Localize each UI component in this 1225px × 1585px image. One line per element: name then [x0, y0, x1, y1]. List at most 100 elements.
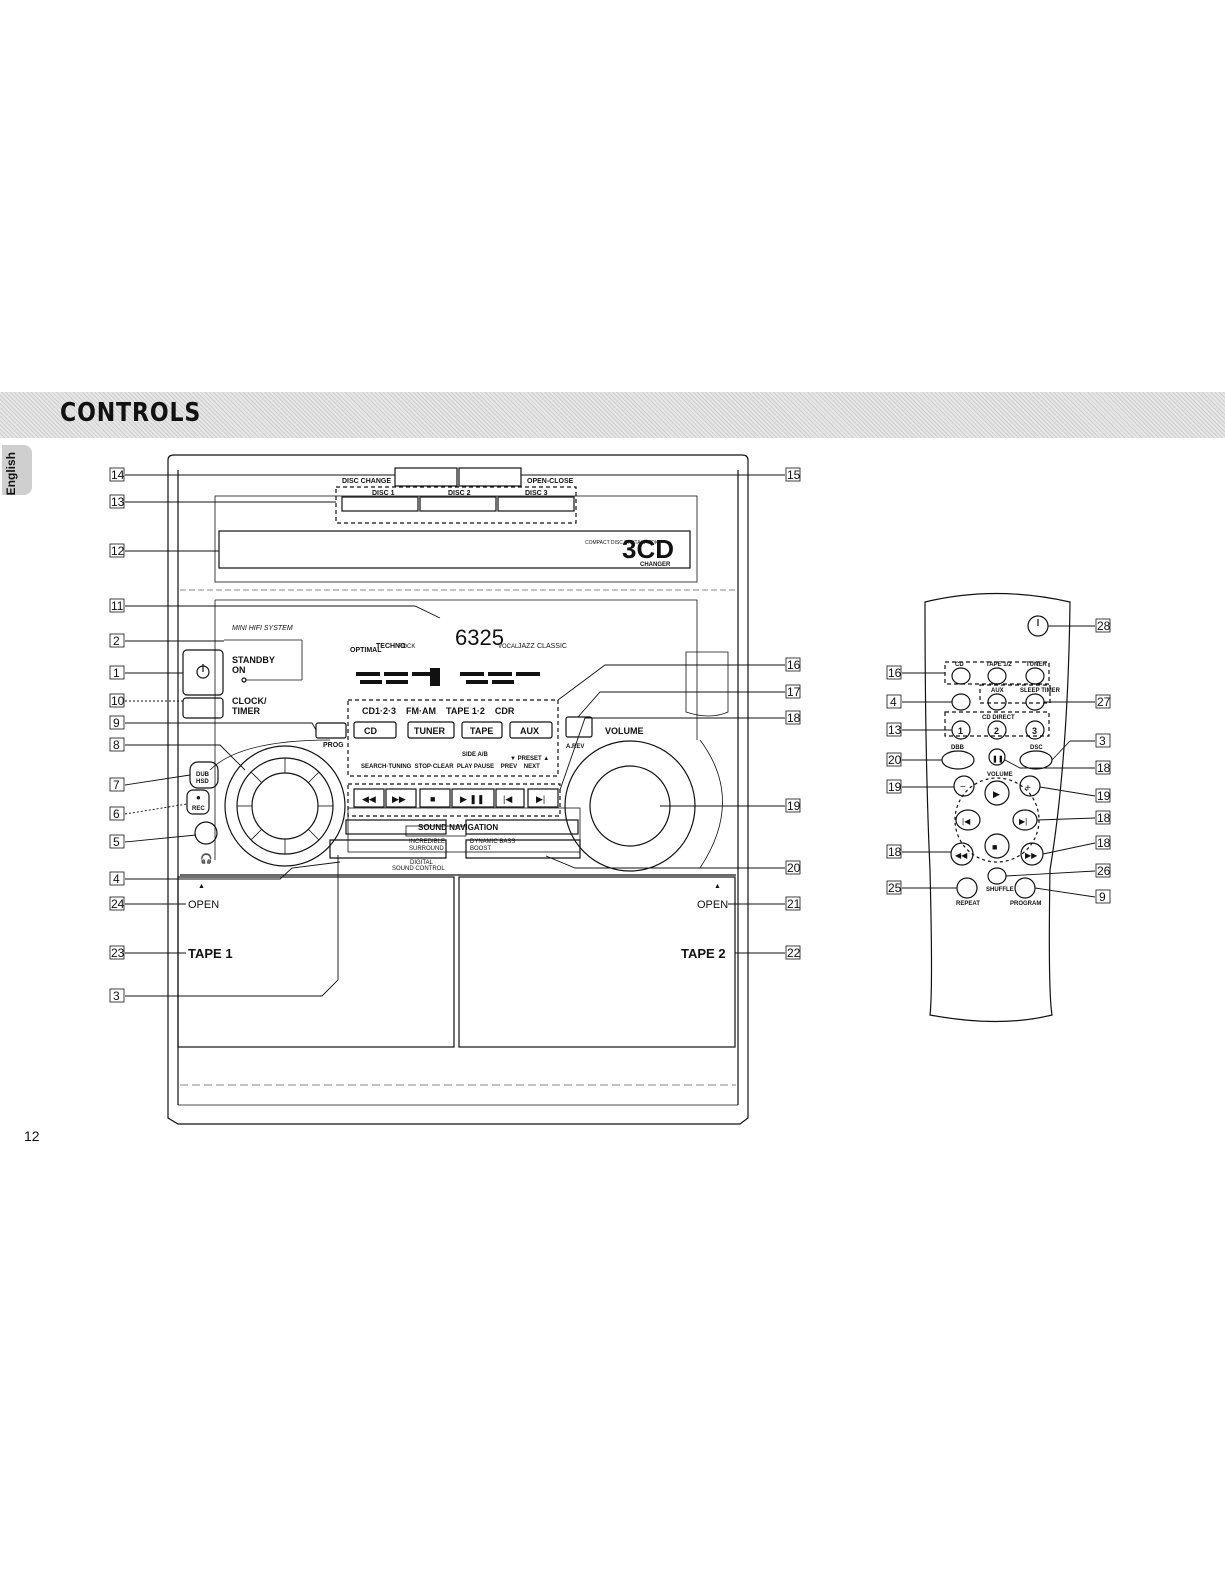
tuner-source-button[interactable] — [407, 721, 455, 739]
standby-button[interactable] — [182, 649, 224, 696]
tape-source-button[interactable] — [461, 721, 503, 739]
display-style-classic: CLASSIC — [537, 643, 567, 650]
disc2-label: DISC 2 — [448, 490, 471, 497]
remote-volume-up-button[interactable] — [1019, 775, 1041, 797]
remote-tuner-button[interactable] — [1025, 667, 1045, 685]
play-pause-button[interactable] — [451, 788, 495, 808]
callout-15: 15 — [787, 468, 801, 482]
svg-text:▶▶: ▶▶ — [1025, 851, 1038, 860]
volume-label: VOLUME — [605, 726, 644, 736]
remote-callout-19: 19 — [888, 780, 902, 794]
remote-callout-18a: 18 — [1097, 761, 1111, 775]
remote-aux-button[interactable] — [987, 693, 1007, 711]
remote-shuffle-button[interactable] — [987, 867, 1007, 885]
mini-hifi-label: MINI HIFI SYSTEM — [232, 625, 293, 632]
incredible-surround-button[interactable] — [345, 819, 447, 835]
remote-callout-26: 26 — [1097, 864, 1111, 878]
remote-program-label: PROGRAM — [1010, 901, 1041, 907]
remote-callout-13: 13 — [888, 723, 902, 737]
display-style-optimal: OPTIMAL — [350, 647, 382, 654]
display-panel: 6325 OPTIMAL TECHNO ROCK VOCAL JAZZ CLAS… — [350, 625, 567, 686]
rec-label: REC — [192, 806, 205, 812]
digital-sound-control-button[interactable] — [329, 839, 447, 859]
open-left-label: OPEN — [188, 899, 219, 911]
record-button[interactable] — [186, 789, 210, 815]
remote-3-label: 3 — [1032, 726, 1037, 736]
logo-3cd: 3CD — [622, 534, 674, 564]
clock-timer-button[interactable] — [182, 697, 224, 719]
stop-clear-button[interactable] — [419, 788, 451, 808]
digital-label: DIGITAL — [410, 860, 434, 866]
surround-label: SURROUND — [409, 846, 444, 852]
callout-13: 13 — [111, 495, 125, 509]
search-forward-button[interactable] — [385, 788, 417, 808]
svg-text:|◀: |◀ — [503, 794, 512, 804]
search-rewind-button[interactable] — [353, 788, 385, 808]
disc3-button[interactable] — [497, 496, 575, 512]
disc1-button[interactable] — [341, 496, 419, 512]
remote-disc2-button[interactable] — [987, 720, 1007, 740]
svg-text:|◀: |◀ — [962, 817, 971, 826]
remote-rewind-button[interactable] — [950, 842, 974, 866]
page-title: CONTROLS — [60, 398, 202, 428]
tuner-button-label: TUNER — [414, 726, 445, 736]
disc-change-button[interactable] — [394, 467, 458, 487]
open-right-label: OPEN — [697, 899, 728, 911]
disc2-button[interactable] — [419, 496, 497, 512]
remote-callouts: 16 4 13 20 19 18 25 28 27 3 18 19 18 18 … — [886, 618, 1111, 904]
remote-volume-down-button[interactable] — [953, 775, 975, 797]
volume-knob[interactable] — [589, 765, 671, 847]
remote-repeat-label: REPEAT — [956, 901, 980, 907]
aux-source-button[interactable] — [509, 721, 553, 739]
headphone-jack[interactable] — [194, 821, 218, 845]
remote-callout-9: 9 — [1099, 890, 1106, 904]
disc-tray — [218, 530, 691, 569]
svg-text:▶|: ▶| — [1019, 817, 1027, 826]
remote-repeat-button[interactable] — [956, 877, 978, 899]
remote-cd-button[interactable] — [951, 667, 971, 685]
next-button[interactable] — [527, 788, 559, 808]
remote-play-button[interactable] — [984, 780, 1010, 806]
remote-callout-18b: 18 — [1097, 811, 1111, 825]
dbb-button[interactable] — [465, 839, 581, 859]
prev-button[interactable] — [495, 788, 525, 808]
remote-callout-25: 25 — [888, 881, 902, 895]
callout-22: 22 — [787, 946, 801, 960]
disc-change-label: DISC CHANGE — [342, 478, 391, 485]
compact-disc-logo: COMPACT DISC DIGITAL AUDIO — [585, 540, 660, 546]
remote-pause-button[interactable] — [988, 748, 1006, 766]
tape1-deck — [177, 876, 455, 1048]
remote-callout-16: 16 — [888, 666, 902, 680]
svg-text:🎧: 🎧 — [200, 852, 212, 865]
arev-label: A.REV — [566, 744, 584, 750]
tape-button-label: TAPE — [470, 726, 493, 736]
prog-button[interactable] — [315, 722, 347, 739]
tape1-label: TAPE 1 — [188, 946, 233, 961]
remote-callout-28: 28 — [1097, 619, 1111, 633]
remote-dbb-button[interactable] — [941, 750, 975, 770]
transport-labels: SEARCH·TUNING STOP·CLEAR PLAY PAUSE PREV… — [361, 764, 540, 770]
remote-callout-19b: 19 — [1097, 789, 1111, 803]
open-close-button[interactable] — [458, 467, 522, 487]
remote-tape-button[interactable] — [987, 667, 1007, 685]
tape2-label: TAPE 2 — [681, 946, 726, 961]
remote-disc3-button[interactable] — [1025, 720, 1045, 740]
remote-callout-4: 4 — [890, 695, 897, 709]
remote-cd-direct-label: CD DIRECT — [982, 715, 1015, 721]
remote-dubbing-button[interactable] — [951, 693, 971, 711]
remote-sleep-timer-label: SLEEP TIMER — [1020, 688, 1061, 694]
remote-sleep-timer-button[interactable] — [1025, 693, 1045, 711]
remote-stop-button[interactable] — [984, 833, 1010, 859]
language-tab — [2, 445, 32, 495]
arev-button[interactable] — [565, 716, 593, 738]
remote-dsc-button[interactable] — [1019, 750, 1053, 770]
remote-program-button[interactable] — [1014, 877, 1036, 899]
remote-callout-27: 27 — [1097, 695, 1111, 709]
svg-text:❚❚: ❚❚ — [992, 755, 1004, 763]
cd-source-button[interactable] — [353, 721, 397, 739]
main-callouts-left: 14 13 12 11 2 1 10 9 8 7 6 5 4 24 23 3 — [109, 467, 125, 1003]
remote-callout-20: 20 — [888, 753, 902, 767]
remote-prev-button[interactable] — [955, 809, 981, 831]
remote-2-label: 2 — [994, 726, 999, 736]
boost-label: BOOST — [470, 846, 491, 852]
